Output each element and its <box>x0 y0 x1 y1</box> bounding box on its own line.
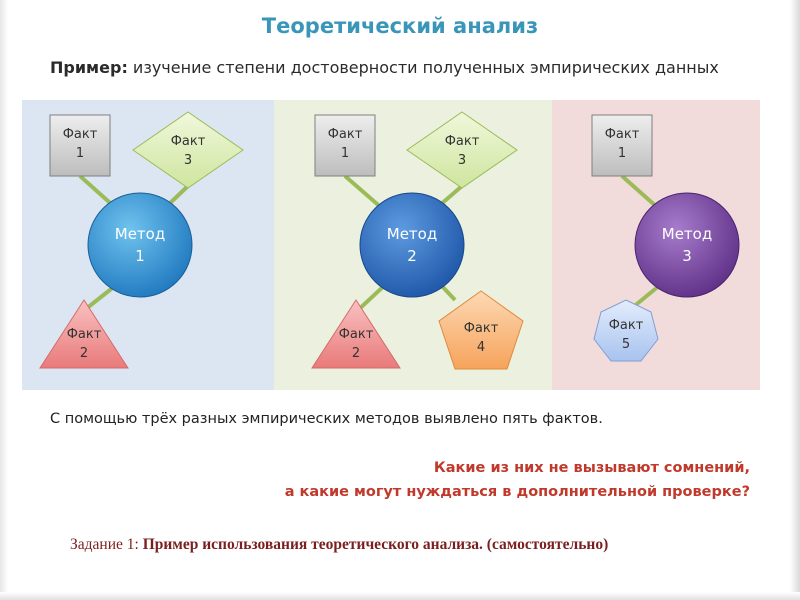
fact-2-number: 2 <box>352 346 360 361</box>
method-2-number: 2 <box>407 247 417 265</box>
method-1-label: Метод <box>115 225 165 243</box>
fact-3-number: 3 <box>184 153 192 168</box>
method-3-number: 3 <box>682 247 692 265</box>
fact-2-label: Факт <box>67 327 102 342</box>
fact-2-number: 2 <box>80 346 88 361</box>
fact-1-node-panel-2: Факт 1 <box>314 114 376 177</box>
slide-edge-right <box>790 0 800 600</box>
fact-2-node-panel-2: Факт 2 <box>311 299 401 369</box>
fact-3-node-panel-1: Факт 3 <box>132 111 244 189</box>
fact-5-node: Факт 5 <box>593 299 659 362</box>
connector-m3-f1 <box>620 174 660 210</box>
fact-1-label: Факт <box>605 127 640 142</box>
fact-5-number: 5 <box>622 337 630 352</box>
fact-1-label: Факт <box>328 127 363 142</box>
connector-m3-f5 <box>630 283 662 310</box>
question-text: Какие из них не вызывают сомнений, а как… <box>230 456 750 504</box>
fact-5-label: Факт <box>609 318 644 333</box>
fact-2-node-panel-1: Факт 2 <box>39 299 129 369</box>
fact-1-number: 1 <box>618 146 626 161</box>
slide-edge-bottom <box>0 592 800 600</box>
fact-3-node-panel-2: Факт 3 <box>406 111 518 189</box>
method-3-label: Метод <box>662 225 712 243</box>
method-2-node: Метод 2 <box>359 192 465 298</box>
fact-3-label: Факт <box>445 134 480 149</box>
subtitle-text: изучение степени достоверности полученны… <box>127 58 719 77</box>
connector-m2-f3 <box>438 184 464 207</box>
fact-2-label: Факт <box>339 327 374 342</box>
task-description: Пример использования теоретического анал… <box>142 536 609 553</box>
connector-m2-f1 <box>343 174 386 212</box>
subtitle-label: Пример: <box>50 58 128 77</box>
statement-text: С помощью трёх разных эмпирических метод… <box>50 411 603 427</box>
fact-1-label: Факт <box>63 127 98 142</box>
method-2-label: Метод <box>387 225 437 243</box>
slide-title: Теоретический анализ <box>261 14 539 38</box>
fact-1-number: 1 <box>76 146 84 161</box>
fact-3-number: 3 <box>458 153 466 168</box>
slide-edge-left <box>0 0 8 600</box>
fact-1-node-panel-3: Факт 1 <box>591 114 653 177</box>
method-1-node: Метод 1 <box>87 192 193 298</box>
connector-m1-f3 <box>166 184 190 207</box>
question-line-2: а какие могут нуждаться в дополнительной… <box>284 484 750 500</box>
question-line-1: Какие из них не вызывают сомнений, <box>433 460 750 476</box>
task-label: Задание 1: <box>70 536 143 553</box>
method-1-number: 1 <box>135 247 145 265</box>
fact-3-label: Факт <box>171 134 206 149</box>
fact-4-number: 4 <box>477 340 485 355</box>
fact-4-node: Факт 4 <box>438 290 524 370</box>
fact-1-number: 1 <box>341 146 349 161</box>
task-text: Задание 1: Пример использования теоретич… <box>70 535 710 555</box>
slide-subtitle: Пример: изучение степени достоверности п… <box>50 58 719 77</box>
method-3-node: Метод 3 <box>634 192 740 298</box>
fact-1-node-panel-1: Факт 1 <box>49 114 111 177</box>
fact-4-label: Факт <box>464 321 499 336</box>
